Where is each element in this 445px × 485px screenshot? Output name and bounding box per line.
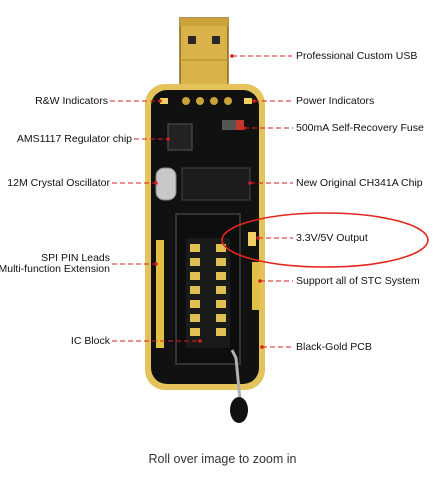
label-output-33-5v: 3.3V/5V Output: [296, 232, 368, 244]
label-black-gold-pcb: Black-Gold PCB: [296, 341, 372, 353]
pcb-board: [145, 84, 265, 423]
callout-dots: [154, 54, 264, 349]
callout-lines: [110, 55, 293, 348]
label-self-recovery-fuse: 500mA Self-Recovery Fuse: [296, 122, 424, 134]
label-crystal: 12M Crystal Oscillator: [7, 177, 110, 189]
highlight-ring: [221, 212, 429, 268]
label-multi-function-extension: Multi-function Extension: [0, 263, 110, 275]
label-ams1117: AMS1117 Regulator chip: [16, 133, 132, 145]
label-ch341a: New Original CH341A Chip: [296, 177, 423, 189]
label-stc-support: Support all of STC System: [296, 275, 420, 287]
zoom-caption: Roll over image to zoom in: [148, 452, 297, 466]
usb-connector: [179, 17, 229, 89]
label-professional-usb: Professional Custom USB: [296, 50, 418, 62]
label-ic-block: IC Block: [70, 335, 110, 347]
label-power-indicators: Power Indicators: [296, 95, 375, 107]
label-rw-indicators: R&W Indicators: [35, 95, 108, 107]
label-spi-pin-leads: SPI PIN Leads: [41, 252, 110, 264]
